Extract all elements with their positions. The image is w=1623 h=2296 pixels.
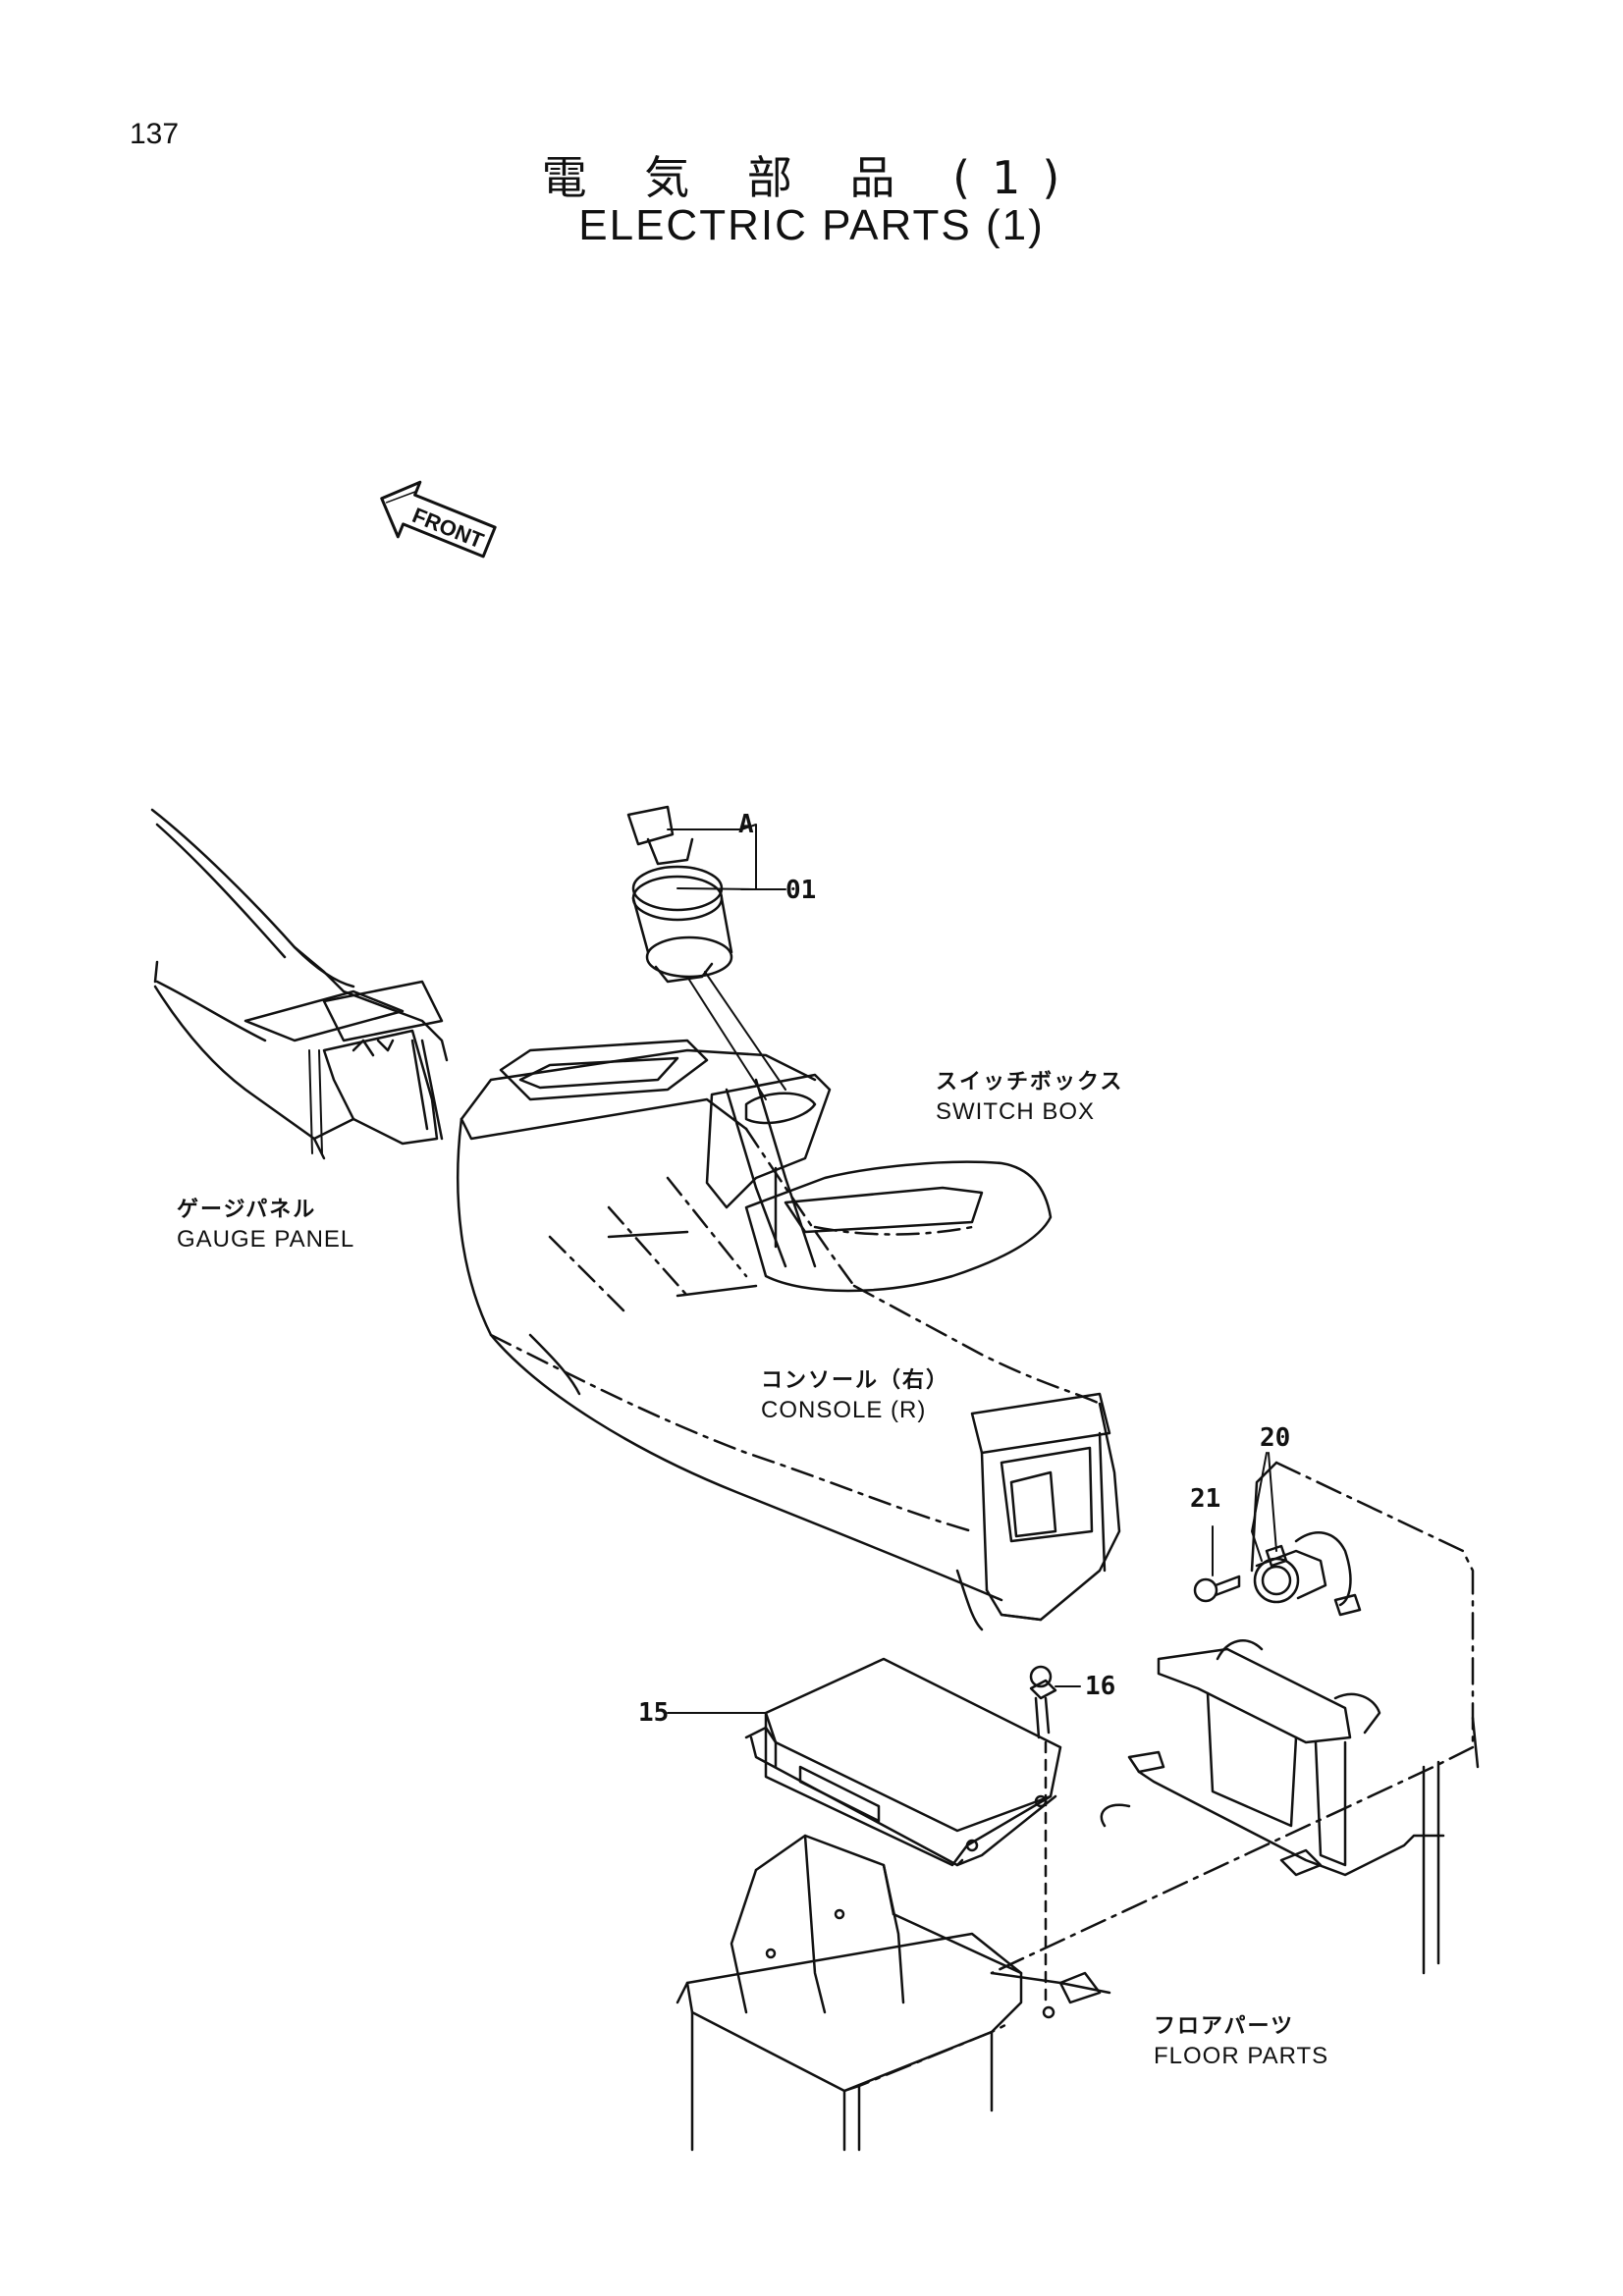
gauge-panel-drawing	[150, 808, 449, 1160]
seat-base-drawing	[676, 1834, 1111, 2152]
label-switch-box: スイッチボックス SWITCH BOX	[936, 1068, 1123, 1127]
floor-parts-drawing	[990, 1461, 1480, 1975]
label-console-r: コンソール（右） CONSOLE (R)	[761, 1366, 949, 1425]
label-switch-box-en: SWITCH BOX	[936, 1098, 1096, 1125]
page-number: 137	[130, 118, 180, 150]
callout-20: 20	[1260, 1423, 1291, 1453]
callout-01: 01	[785, 876, 817, 905]
lamp-assembly-drawing	[1193, 1531, 1362, 1617]
label-console-r-jp: コンソール（右）	[761, 1368, 950, 1393]
label-gauge-panel-jp: ゲージパネル	[177, 1198, 317, 1222]
label-floor-parts-jp: フロアパーツ	[1154, 2014, 1295, 2039]
callout-16: 16	[1085, 1672, 1116, 1701]
label-floor-parts: フロアパーツ FLOOR PARTS	[1154, 2012, 1328, 2071]
label-floor-parts-en: FLOOR PARTS	[1154, 2043, 1329, 2069]
label-console-r-en: CONSOLE (R)	[761, 1397, 927, 1423]
front-arrow-text: FRONT	[409, 503, 488, 554]
label-gauge-panel-en: GAUGE PANEL	[177, 1226, 355, 1253]
console-r-drawing	[457, 1039, 1121, 1631]
label-switch-box-jp: スイッチボックス	[936, 1070, 1124, 1095]
callout-15: 15	[638, 1698, 670, 1728]
leader-lines	[667, 824, 1277, 1714]
page-title-japanese: 電 気 部 品 (1)	[541, 151, 1082, 204]
label-gauge-panel: ゲージパネル GAUGE PANEL	[177, 1196, 354, 1255]
front-arrow-icon: FRONT	[380, 480, 497, 559]
callout-21: 21	[1190, 1484, 1221, 1514]
switch-box-drawing	[705, 1073, 1053, 1293]
callout-a: A	[738, 810, 754, 839]
controller-box-drawing	[744, 1657, 1062, 2019]
page-title-english: ELECTRIC PARTS (1)	[578, 201, 1045, 249]
